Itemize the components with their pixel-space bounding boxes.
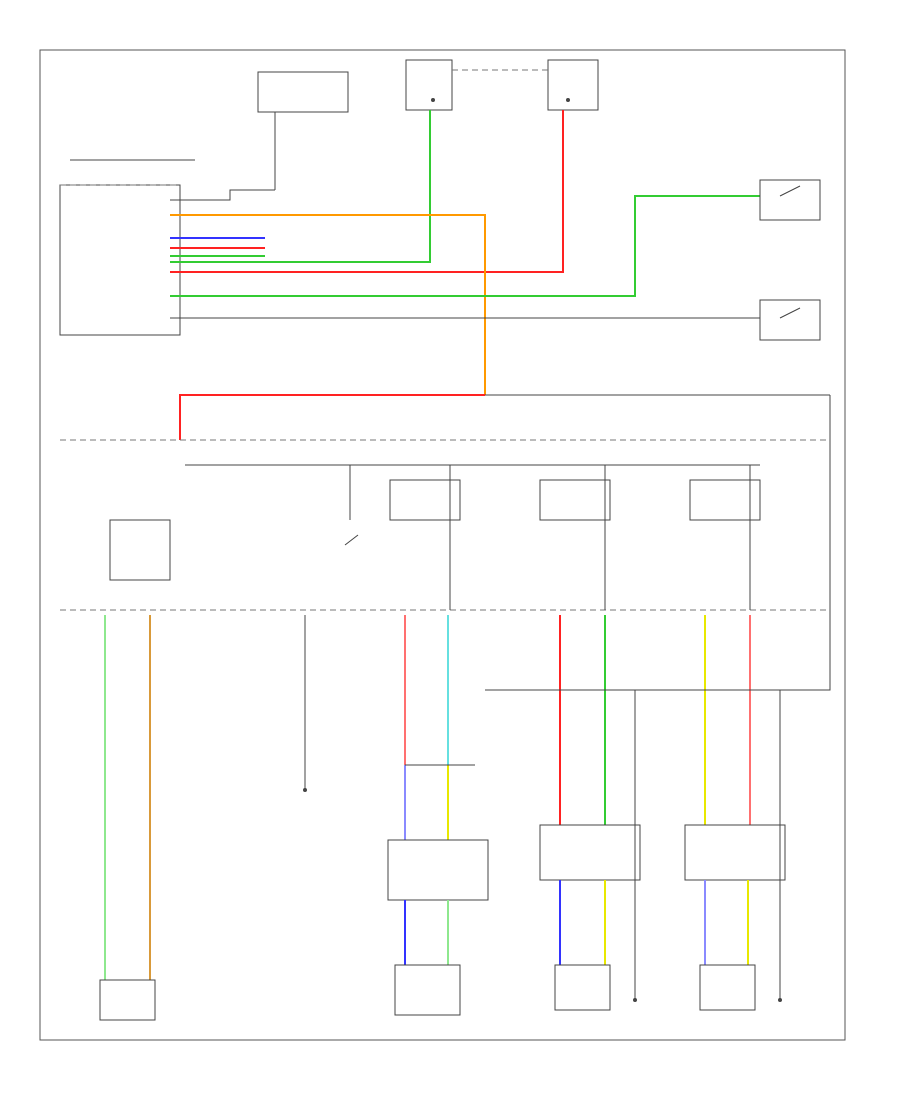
wire-power-feed bbox=[485, 395, 831, 691]
switch-lr bbox=[539, 479, 611, 521]
door-switch-left bbox=[759, 179, 821, 221]
rf-window-switch bbox=[684, 824, 786, 881]
splice-dot-icon bbox=[566, 98, 570, 102]
wire-red-feed bbox=[179, 394, 485, 440]
wire-green-center bbox=[170, 110, 431, 263]
switch-rr bbox=[389, 479, 461, 521]
diagram-frame bbox=[39, 49, 846, 1041]
lr-window-switch bbox=[539, 824, 641, 881]
motor-icon bbox=[699, 964, 756, 1011]
wire-orange bbox=[170, 214, 486, 395]
ground-icon bbox=[303, 788, 307, 792]
ground-icon bbox=[778, 998, 782, 1002]
motor-icon bbox=[99, 979, 156, 1021]
switch-icon bbox=[779, 185, 801, 197]
wire-top-left-branch bbox=[170, 189, 275, 201]
motor-icon bbox=[394, 964, 461, 1016]
wire-red-right bbox=[170, 110, 564, 273]
door-switch-right bbox=[759, 299, 821, 341]
control-module-block bbox=[59, 184, 181, 336]
fuse-block-top-left bbox=[257, 71, 349, 113]
wire-green-long bbox=[170, 195, 760, 297]
splice-dot-icon bbox=[431, 98, 435, 102]
master-switch bbox=[109, 519, 171, 581]
ground-icon bbox=[633, 998, 637, 1002]
switch-icon bbox=[779, 307, 801, 319]
fuse-block-top-right bbox=[547, 59, 599, 111]
switch-rf bbox=[689, 479, 761, 521]
fuse-block-top-center bbox=[405, 59, 453, 111]
motor-icon bbox=[554, 964, 611, 1011]
rr-window-switch bbox=[387, 839, 489, 901]
switch-icon bbox=[344, 534, 359, 546]
